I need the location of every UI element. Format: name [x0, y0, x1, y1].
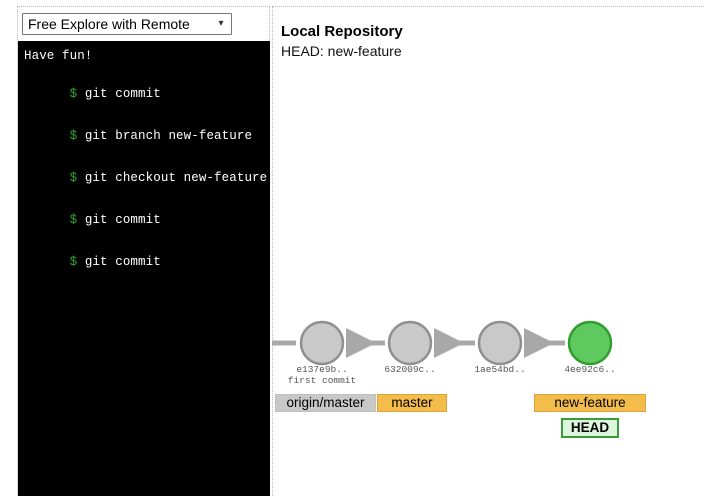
- head-status: HEAD: new-feature: [281, 43, 402, 59]
- prompt-symbol: $: [69, 171, 78, 185]
- terminal-command-text: git commit: [84, 213, 161, 227]
- prompt-symbol: $: [69, 129, 78, 143]
- terminal-command-line: $ git branch new-feature: [24, 115, 264, 157]
- terminal-command-line: $ git checkout new-feature: [24, 157, 268, 199]
- page-title: Local Repository: [281, 23, 403, 40]
- terminal-banner: Have fun!: [24, 49, 93, 63]
- level-selector[interactable]: Free Explore with Remote ▾: [22, 13, 232, 35]
- terminal-command-line: $ git commit: [24, 199, 264, 241]
- terminal-command-line: $ git commit: [24, 241, 264, 283]
- commit-graph: e137e9b.. first commit 632009c.. 1ae54bd…: [272, 300, 704, 460]
- commit-node[interactable]: 1ae54bd..: [474, 320, 526, 375]
- ref-label-master[interactable]: master: [377, 394, 447, 412]
- terminal-command-text: git commit: [84, 87, 161, 101]
- terminal-command-text: git checkout new-feature: [84, 171, 268, 185]
- commit-node[interactable]: 632009c..: [384, 320, 436, 375]
- commit-hash-label: e137e9b..: [296, 364, 347, 375]
- terminal-console[interactable]: Have fun! $ git commit $ git branch new-…: [18, 41, 270, 496]
- chevron-down-icon: ▾: [218, 18, 224, 29]
- ref-label-new-feature[interactable]: new-feature: [534, 394, 646, 412]
- level-select-value: Free Explore with Remote: [28, 16, 190, 32]
- terminal-command-line: $ git commit: [24, 73, 264, 115]
- right-pane: [272, 6, 704, 496]
- prompt-symbol: $: [69, 87, 78, 101]
- commit-hash-label: 1ae54bd..: [474, 364, 525, 375]
- ref-label-origin-master[interactable]: origin/master: [275, 394, 376, 412]
- prompt-symbol: $: [69, 213, 78, 227]
- commit-message-label: first commit: [288, 375, 356, 386]
- commit-hash-label: 632009c..: [384, 364, 435, 375]
- commit-hash-label: 4ee92c6..: [564, 364, 615, 375]
- terminal-command-text: git commit: [84, 255, 161, 269]
- commit-node-head[interactable]: 4ee92c6..: [564, 320, 616, 375]
- terminal-command-text: git branch new-feature: [84, 129, 253, 143]
- ref-label-head[interactable]: HEAD: [561, 418, 619, 438]
- level-select-box[interactable]: Free Explore with Remote ▾: [22, 13, 232, 35]
- prompt-symbol: $: [69, 255, 78, 269]
- commit-node[interactable]: e137e9b.. first commit: [288, 320, 356, 386]
